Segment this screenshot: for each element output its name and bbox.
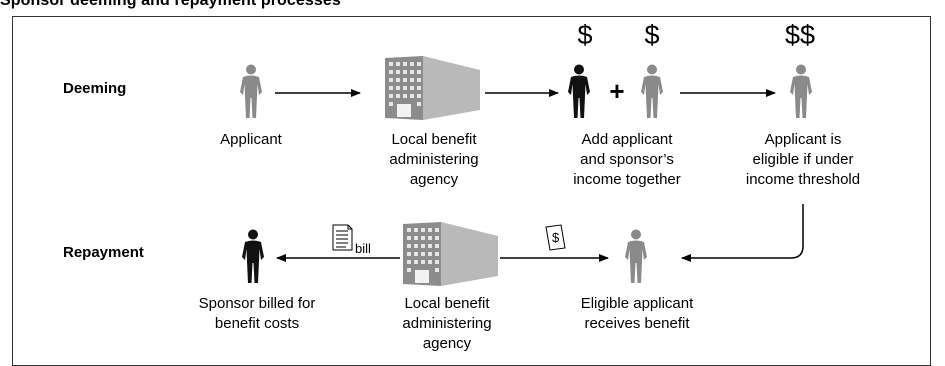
person-icon-applicant-eligible xyxy=(790,64,812,118)
caption-line: administering xyxy=(402,315,492,332)
caption-line: eligible if under xyxy=(752,151,854,168)
building-icon-top xyxy=(385,56,480,120)
diagram-title: Sponsor deeming and repayment processes xyxy=(0,0,341,9)
caption-agency-bottom: Local benefit administering agency xyxy=(402,294,491,354)
bill-document-icon xyxy=(332,224,353,251)
caption-line: income together xyxy=(573,171,681,188)
caption-line: Local benefit xyxy=(391,131,477,148)
caption-line: agency xyxy=(422,335,472,352)
check-document-icon xyxy=(545,224,566,251)
bill-label: bill xyxy=(355,241,371,256)
caption-line: benefit costs xyxy=(214,315,300,332)
caption-line: Applicant xyxy=(220,131,282,148)
dollar-sign-applicant: $ xyxy=(644,20,660,50)
caption-line: and sponsor’s xyxy=(580,151,674,168)
caption-sponsor-billed: Sponsor billed for benefit costs xyxy=(199,294,316,334)
person-icon-applicant-add xyxy=(641,64,663,118)
caption-line: Local benefit xyxy=(404,295,490,312)
caption-line: Eligible applicant xyxy=(580,295,694,312)
caption-eligible: Applicant is eligible if under income th… xyxy=(746,130,860,190)
person-icon-sponsor-billed xyxy=(242,229,264,283)
person-icon-sponsor xyxy=(568,64,590,118)
caption-line: Applicant is xyxy=(764,131,842,148)
caption-line: agency xyxy=(409,171,459,188)
caption-receives: Eligible applicant receives benefit xyxy=(581,294,694,334)
row-label-deeming: Deeming xyxy=(63,80,127,97)
caption-line: income threshold xyxy=(745,171,861,188)
caption-add-income: Add applicant and sponsor’s income toget… xyxy=(573,130,681,190)
plus-sign: + xyxy=(609,76,625,106)
caption-agency-top: Local benefit administering agency xyxy=(389,130,478,190)
row-label-repayment: Repayment xyxy=(63,244,144,261)
caption-line: administering xyxy=(389,151,479,168)
person-icon-applicant xyxy=(240,64,262,118)
dollar-sign-eligible: $$ xyxy=(784,20,816,50)
person-icon-applicant-receives xyxy=(625,229,647,283)
caption-line: Sponsor billed for xyxy=(198,295,316,312)
caption-applicant: Applicant xyxy=(220,130,282,150)
check-dollar-symbol: $ xyxy=(552,230,560,245)
arrow-eligible-to-receives xyxy=(681,204,804,262)
caption-line: Add applicant xyxy=(581,131,673,148)
dollar-sign-sponsor: $ xyxy=(577,20,593,50)
caption-line: receives benefit xyxy=(584,315,690,332)
building-icon-bottom xyxy=(403,222,498,286)
